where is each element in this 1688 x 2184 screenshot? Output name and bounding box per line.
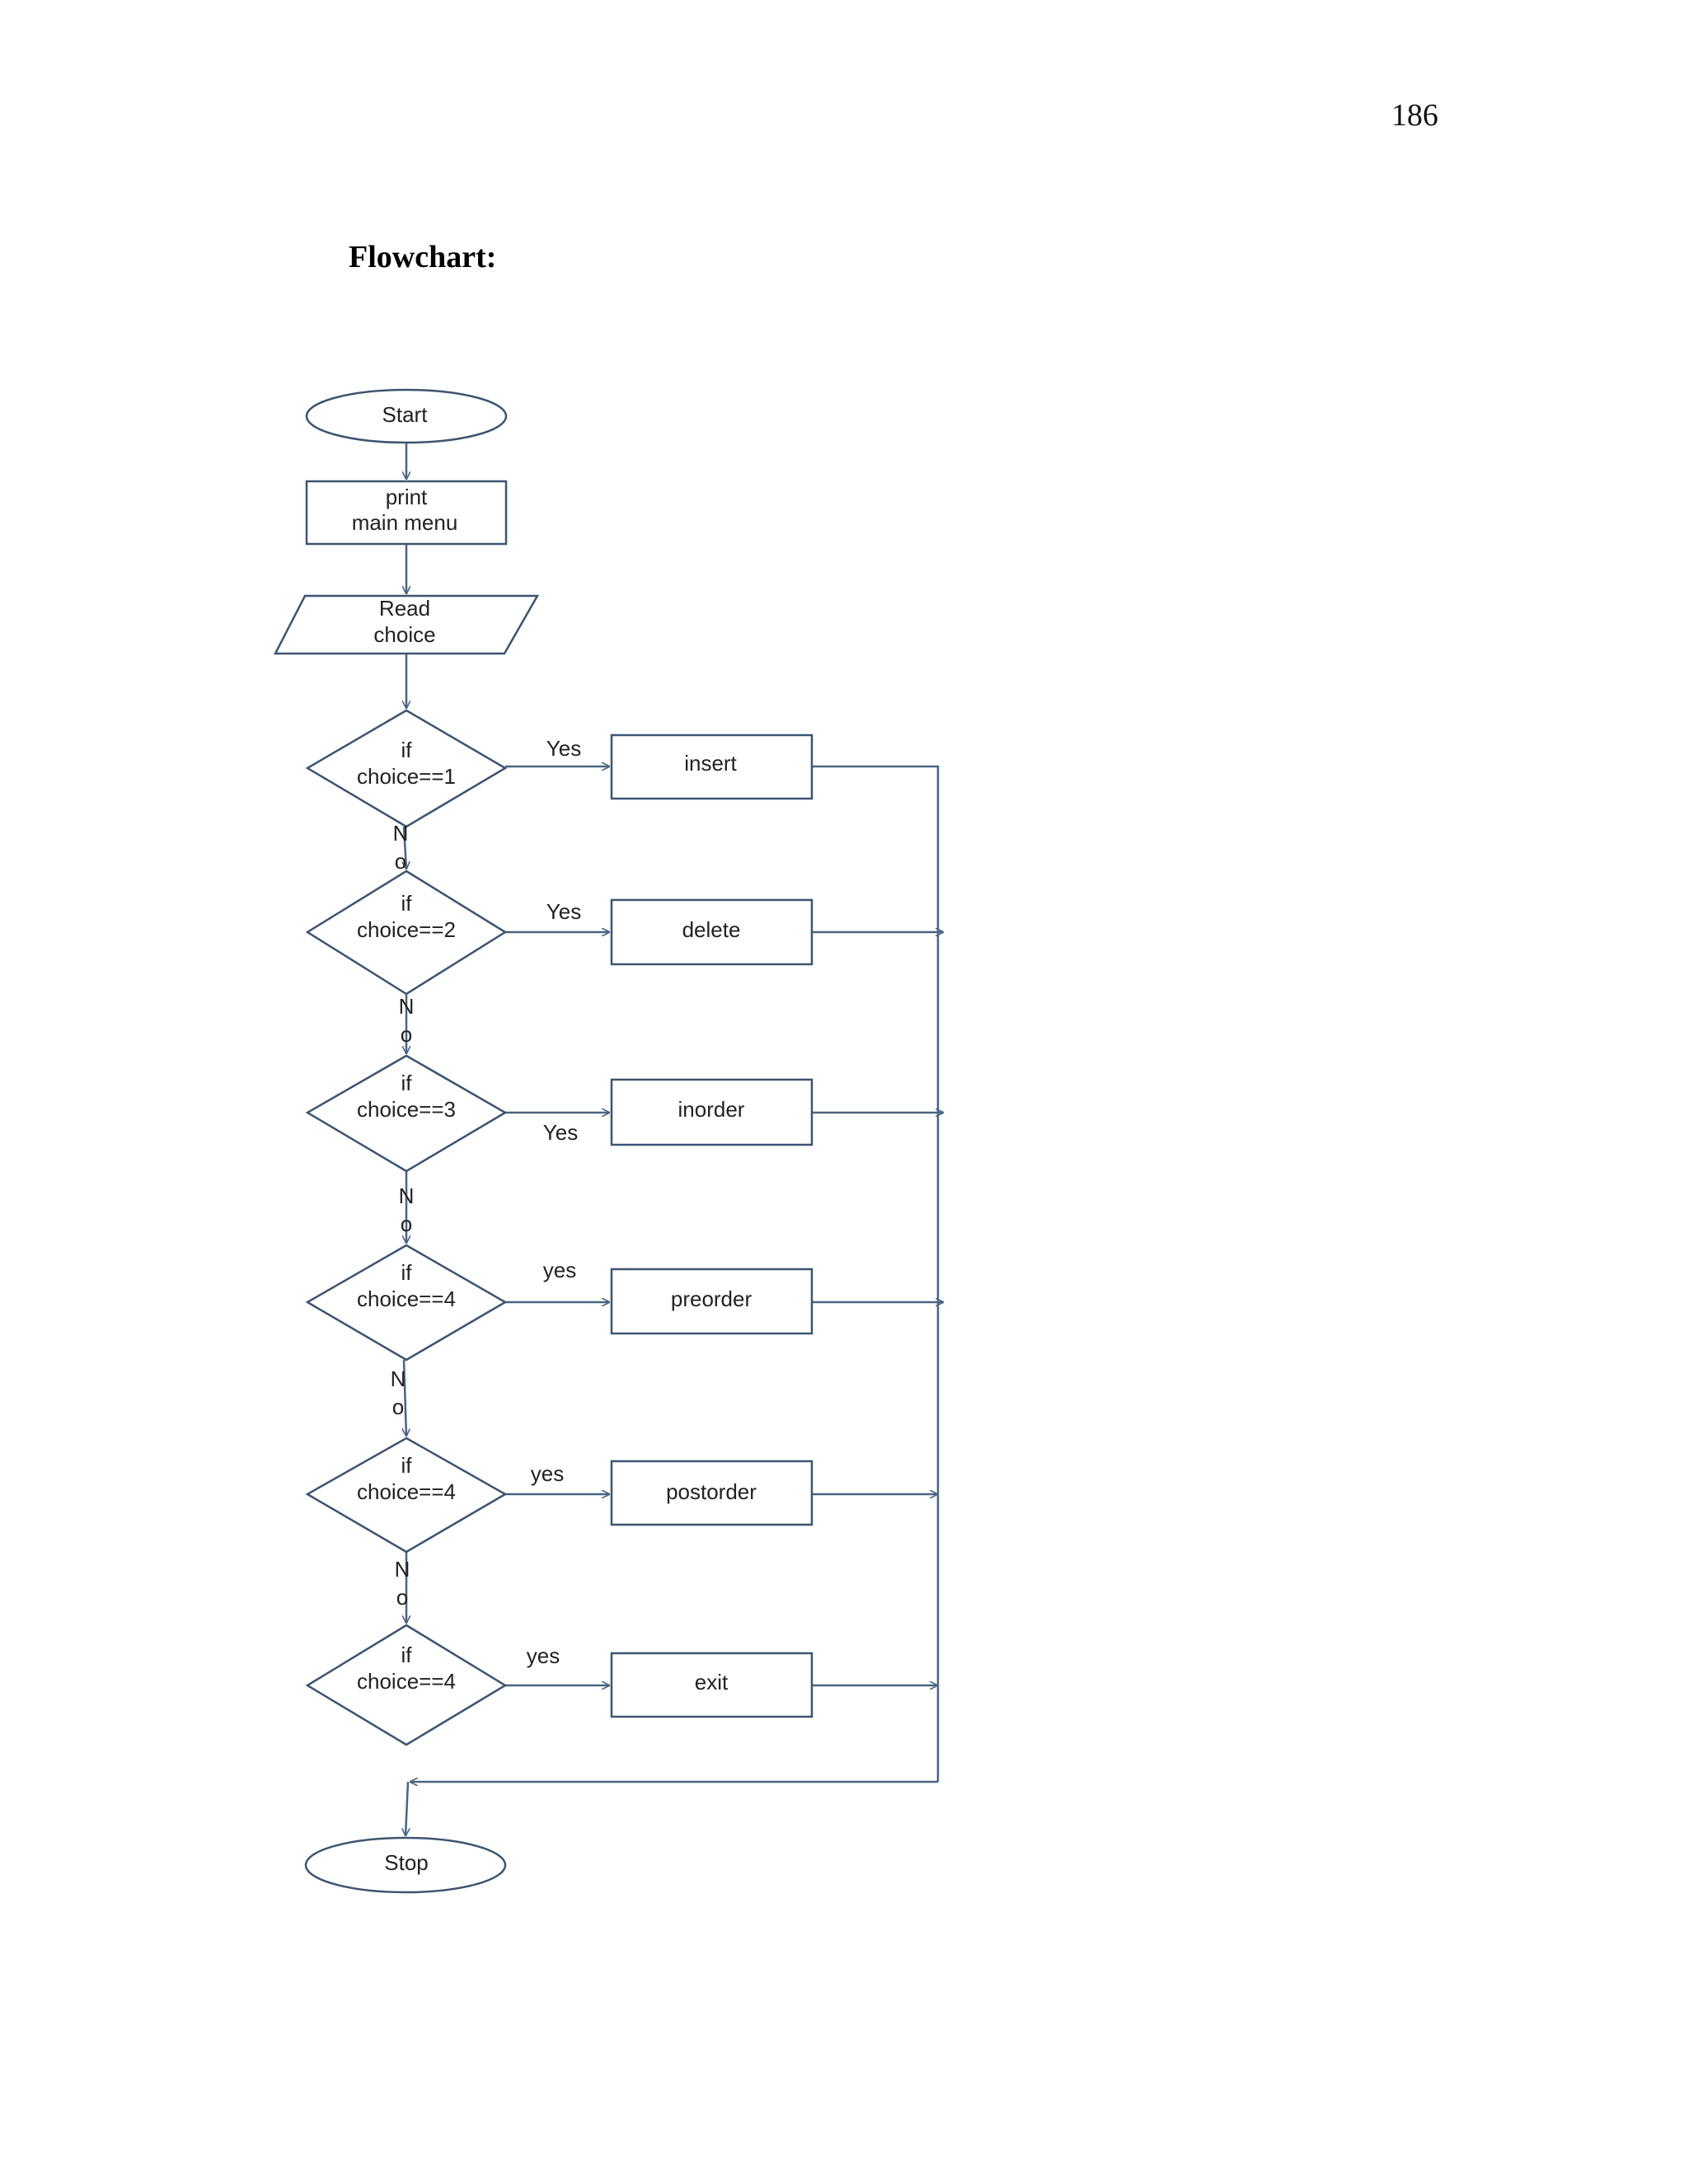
- start-label: Start: [382, 402, 429, 427]
- decision-choice-1: [305, 709, 508, 828]
- insert-label: insert: [684, 751, 737, 776]
- yes-label-6: yes: [527, 1643, 560, 1668]
- read-choice-input: [273, 594, 540, 655]
- yes-label-4: yes: [543, 1258, 576, 1282]
- connectors: [404, 443, 944, 1836]
- inorder-label: inorder: [678, 1097, 745, 1122]
- decision-4-condition: choice==4: [357, 1286, 456, 1311]
- postorder-label: postorder: [666, 1479, 757, 1504]
- yes-label-2: Yes: [546, 899, 581, 924]
- inorder-box: [610, 1078, 814, 1146]
- decision-2-if: if: [401, 891, 413, 916]
- delete-box: [610, 898, 814, 966]
- decision-1-if: if: [401, 738, 413, 762]
- no-label-2-n: N: [399, 994, 415, 1019]
- yes-label-5: yes: [531, 1461, 564, 1486]
- decision-6-condition: choice==4: [357, 1669, 456, 1694]
- decision-choice-6: [305, 1624, 508, 1746]
- decision-3-condition: choice==3: [357, 1097, 456, 1122]
- exit-box: [610, 1652, 814, 1718]
- no-label-2-o: o: [401, 1022, 412, 1047]
- no-label-1-n: N: [393, 821, 409, 846]
- read-label-line1: Read: [379, 596, 430, 621]
- stop-label: Stop: [384, 1850, 429, 1875]
- print-label-line2: main menu: [352, 510, 458, 535]
- flowchart-heading: Flowchart:: [349, 240, 497, 274]
- stop-terminal: [304, 1836, 507, 1894]
- edge-return-stop: [406, 1781, 408, 1836]
- print-main-menu-box: [305, 480, 508, 546]
- decision-choice-4: [305, 1244, 508, 1361]
- exit-label: exit: [695, 1670, 729, 1694]
- yes-label-3: Yes: [543, 1120, 578, 1145]
- decision-3-if: if: [401, 1071, 413, 1095]
- decision-6-if: if: [401, 1643, 413, 1667]
- no-label-5-o: o: [396, 1585, 408, 1610]
- no-label-4-o: o: [392, 1394, 404, 1419]
- postorder-box: [610, 1460, 814, 1526]
- preorder-label: preorder: [671, 1286, 753, 1311]
- delete-label: delete: [682, 917, 741, 942]
- edge-cond1-cond2: [404, 826, 406, 869]
- no-label-5-n: N: [395, 1557, 410, 1582]
- page-number: 186: [1391, 98, 1438, 133]
- decision-choice-5: [305, 1436, 508, 1554]
- edge-cond4-cond5: [404, 1359, 406, 1436]
- print-label-line1: print: [386, 485, 428, 509]
- insert-box: [610, 733, 814, 800]
- read-label-line2: choice: [373, 622, 435, 647]
- no-label-3-n: N: [399, 1183, 415, 1208]
- preorder-box: [610, 1268, 814, 1335]
- decision-choice-2: [305, 869, 508, 996]
- decision-5-condition: choice==4: [357, 1479, 456, 1504]
- no-label-4-n: N: [391, 1366, 406, 1391]
- start-terminal: [305, 388, 508, 444]
- decision-2-condition: choice==2: [357, 917, 456, 942]
- decision-choice-3: [305, 1054, 508, 1173]
- decision-4-if: if: [401, 1260, 413, 1285]
- edge-insert-merge: [812, 765, 940, 1782]
- no-label-3-o: o: [401, 1212, 412, 1236]
- decision-5-if: if: [401, 1453, 413, 1478]
- yes-label-1: Yes: [546, 736, 581, 761]
- decision-1-condition: choice==1: [357, 764, 456, 789]
- no-label-1-o: o: [395, 849, 406, 874]
